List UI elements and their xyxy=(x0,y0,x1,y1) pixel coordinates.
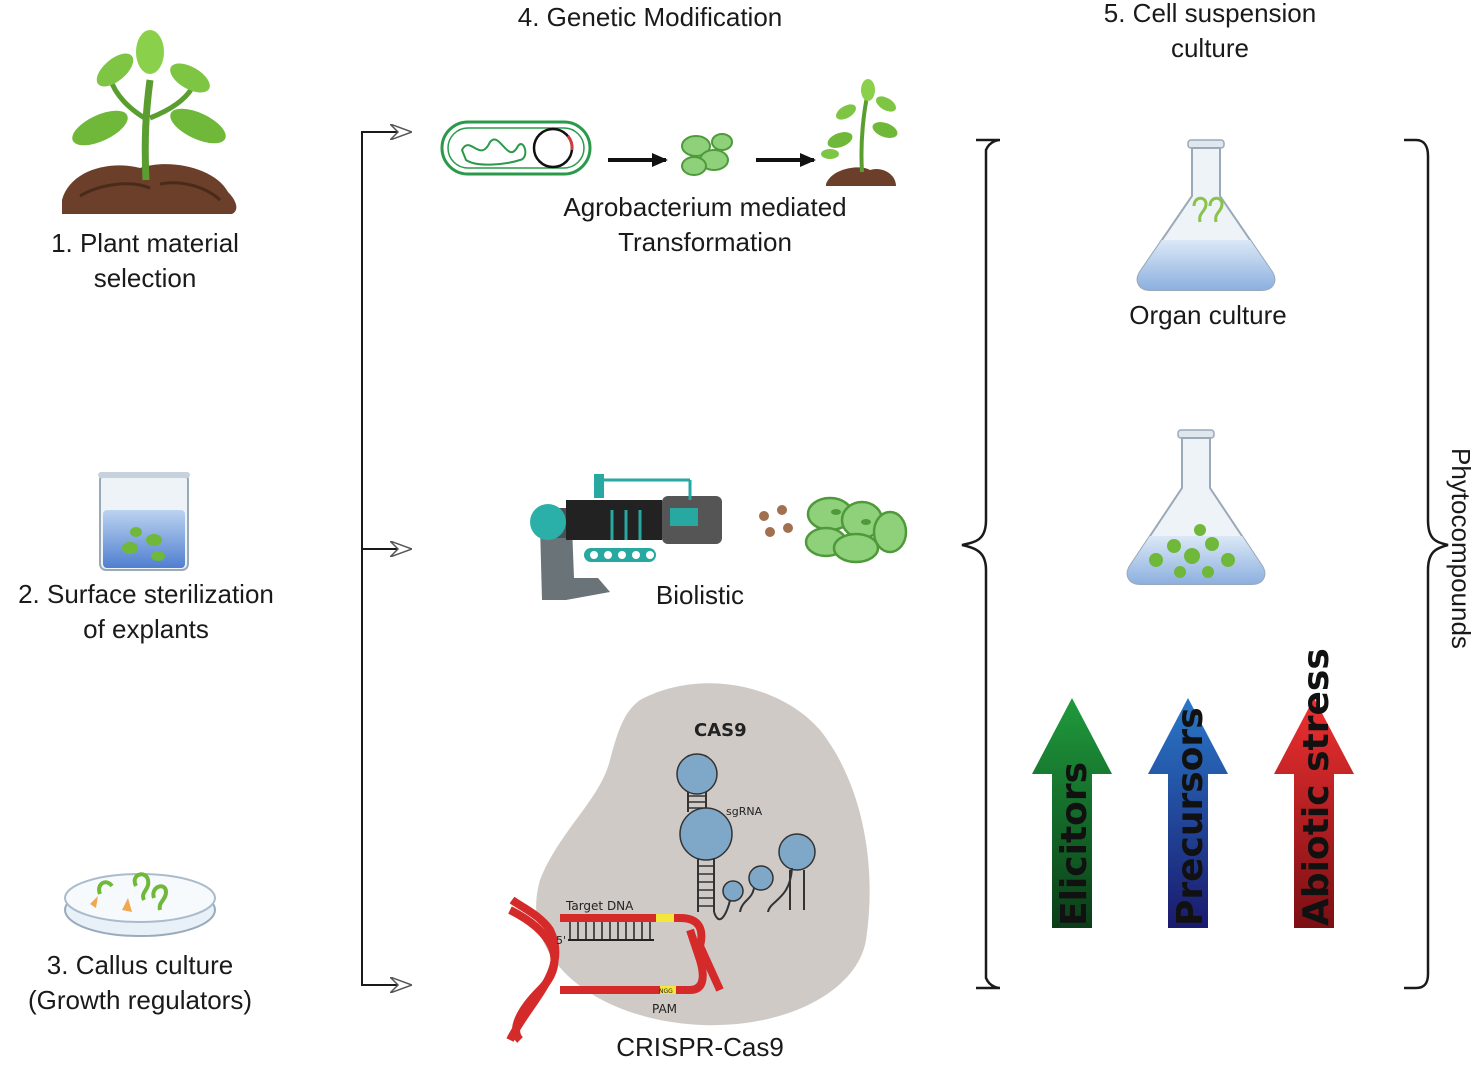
petri-dish-icon xyxy=(64,872,216,937)
cas9-text: CAS9 xyxy=(694,720,747,741)
precursors-arrow: Precursors xyxy=(1148,698,1228,928)
ngg-text: NGG xyxy=(659,988,673,995)
precursors-label: Precursors xyxy=(1170,707,1211,926)
agrobacterium-icon xyxy=(440,120,592,176)
gold-particles-icon xyxy=(759,505,793,537)
step2-line2: of explants xyxy=(83,614,209,644)
agrobacterium-label: Agrobacterium mediated Transformation xyxy=(530,190,880,260)
sgrna-text: sgRNA xyxy=(726,805,763,818)
pam-text: PAM xyxy=(652,1002,677,1016)
cell-suspension-flask-icon xyxy=(1126,429,1266,585)
beaker-icon xyxy=(98,472,190,571)
abiotic-stress-label: Abiotic stress xyxy=(1296,648,1337,926)
culture-brace xyxy=(961,138,1001,990)
step5-line2: culture xyxy=(1170,33,1250,63)
transgenic-plant-icon xyxy=(821,79,898,186)
plant-cells-small-icon xyxy=(681,133,733,176)
phytocompounds-label: Phytocompounds xyxy=(1446,448,1476,649)
agrobacterium-line2: Transformation xyxy=(618,227,792,257)
phytocompounds-brace xyxy=(1404,138,1449,990)
step2-line1: 2. Surface sterilization xyxy=(18,579,274,609)
gene-gun-icon xyxy=(530,474,722,600)
abiotic-stress-arrow: Abiotic stress xyxy=(1274,648,1354,928)
step3-label: 3. Callus culture (Growth regulators) xyxy=(10,948,270,1018)
step2-label: 2. Surface sterilization of explants xyxy=(0,577,292,647)
crispr-label: CRISPR-Cas9 xyxy=(616,1032,784,1062)
step3-line2: (Growth regulators) xyxy=(28,985,252,1015)
crispr-complex-icon: CAS9 sgRNA Target DNA 5' NGG PAM xyxy=(506,683,870,1043)
organ-culture-label: Organ culture xyxy=(1129,300,1287,330)
step1-line2: selection xyxy=(93,263,197,293)
step5-line1: 5. Cell suspension xyxy=(1103,0,1317,28)
step1-line1: 1. Plant material xyxy=(51,228,239,258)
target-dna-text: Target DNA xyxy=(565,899,634,913)
plant-in-soil-icon xyxy=(62,30,237,214)
elicitors-label: Elicitors xyxy=(1054,762,1095,926)
step5-label: 5. Cell suspension culture xyxy=(1080,0,1340,66)
elicitors-arrow: Elicitors xyxy=(1032,698,1112,928)
agrobacterium-line1: Agrobacterium mediated xyxy=(563,192,847,222)
five-prime-text: 5' xyxy=(556,934,566,947)
plant-cells-large-icon xyxy=(804,496,908,564)
step3-line1: 3. Callus culture xyxy=(46,950,234,980)
organ-culture-flask-icon xyxy=(1136,139,1276,291)
step1-label: 1. Plant material selection xyxy=(20,226,270,296)
biolistic-label: Biolistic xyxy=(655,580,745,610)
step4-title: 4. Genetic Modification xyxy=(517,2,783,32)
method-branch-connector xyxy=(361,132,410,985)
